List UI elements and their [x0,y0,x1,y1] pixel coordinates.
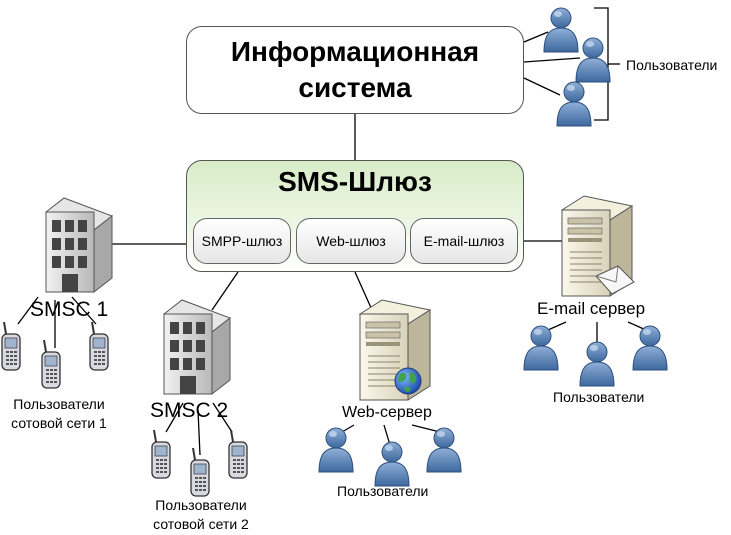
user-icon [575,37,611,83]
email-gateway-module: E-mail-шлюз [410,218,518,264]
globe-icon [394,367,422,395]
smsc1-label: SMSC 1 [30,298,109,321]
user-icon [543,7,579,53]
email-users-label: Пользователи [553,389,645,405]
email-server-label: E-mail сервер [537,299,646,318]
cell2-users-line1: Пользователи [155,497,247,513]
mobile-phone-icon [1,321,21,371]
cell1-users-line2: сотовой сети 1 [11,415,107,431]
user-icon [556,81,592,127]
web-users-label: Пользователи [337,483,429,499]
smpp-gateway-module: SMPP-шлюз [193,218,291,264]
mobile-phone-icon [190,447,210,497]
web-gateway-module: Web-шлюз [296,218,406,264]
user-icon [374,441,410,487]
office-building-icon [45,197,113,293]
sms-gateway-title: SMS-Шлюз [278,166,432,197]
user-icon [318,427,354,473]
information-system-box: Информационная система [186,26,524,114]
information-system-title-line2: система [298,72,412,103]
information-system-title-line1: Информационная [230,36,480,67]
user-icon [632,325,668,371]
sms-gateway-box: SMS-Шлюз SMPP-шлюз Web-шлюз E-mail-шлюз [186,160,524,272]
envelope-icon [595,265,635,295]
top-users-label: Пользователи [626,57,718,73]
cell-network-2-users-label: Пользователи сотовой сети 2 [141,496,261,534]
cell-network-1-users-label: Пользователи сотовой сети 1 [0,395,118,433]
mobile-phone-icon [41,339,61,389]
mobile-phone-icon [228,429,248,479]
user-icon [523,325,559,371]
cell1-users-line1: Пользователи [13,396,105,412]
mobile-phone-icon [151,429,171,479]
mobile-phone-icon [89,321,109,371]
user-icon [426,427,462,473]
user-icon [579,341,615,387]
office-building-icon [163,299,231,395]
smsc2-label: SMSC 2 [150,399,229,422]
web-server-label: Web-сервер [342,404,432,421]
cell2-users-line2: сотовой сети 2 [153,516,249,532]
